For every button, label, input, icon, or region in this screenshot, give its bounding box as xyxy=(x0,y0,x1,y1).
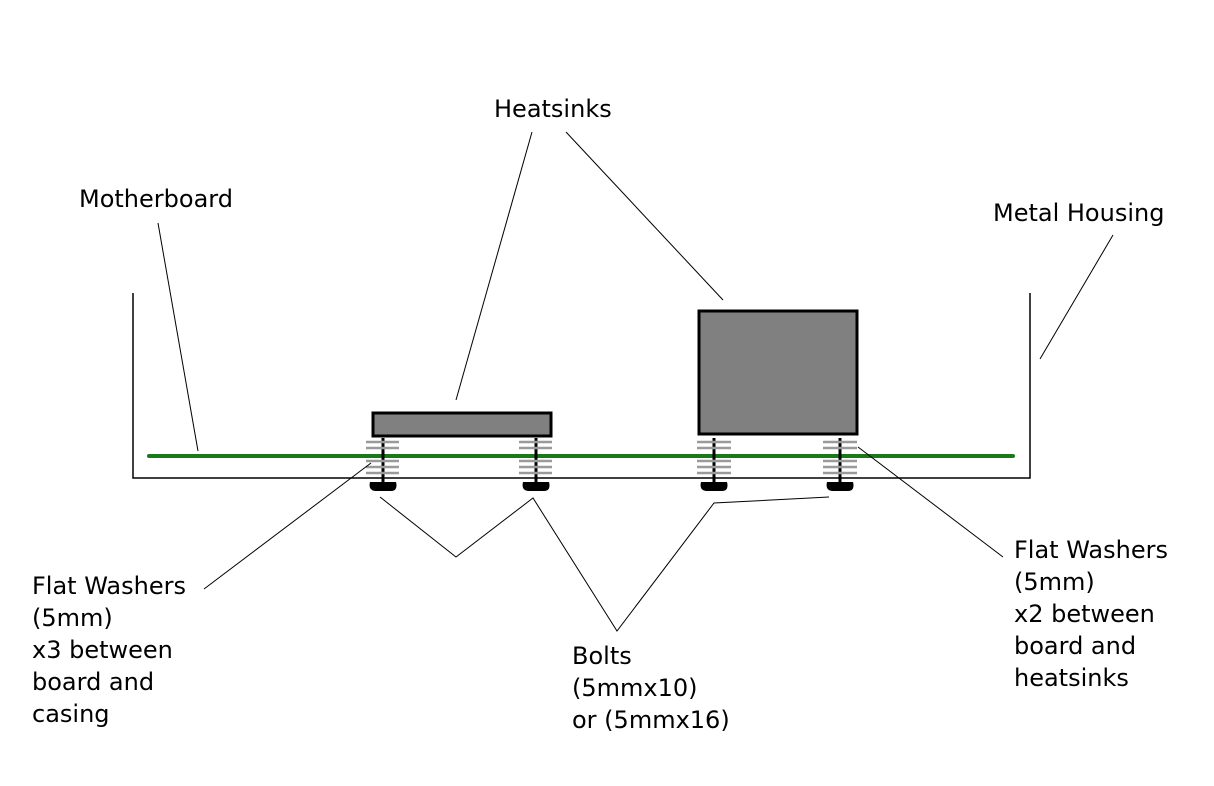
bolt-2-head xyxy=(522,482,550,491)
bolt-assembly-3 xyxy=(697,438,731,491)
heatsinks-label-text: Heatsinks xyxy=(494,95,612,123)
flat-washers-right-label: Flat Washers (5mm) x2 between board and … xyxy=(1014,534,1168,694)
washers-left-line-1: Flat Washers xyxy=(32,572,186,600)
washers-right-line-2: (5mm) xyxy=(1014,568,1095,596)
bolt-4-washers xyxy=(823,440,857,475)
bolt-2-washers xyxy=(519,440,552,475)
leader-heatsinks-small xyxy=(455,131,533,401)
leader-heatsinks-large xyxy=(565,131,724,301)
flat-washers-left-label: Flat Washers (5mm) x3 between board and … xyxy=(32,570,186,730)
washers-right-line-3: x2 between xyxy=(1014,600,1155,628)
bolts-line-2: (5mmx10) xyxy=(572,674,698,702)
leader-washers-right xyxy=(857,446,1004,558)
heatsink-small xyxy=(371,411,553,438)
bolts-label: Bolts (5mmx10) or (5mmx16) xyxy=(572,640,730,736)
metal-housing-label-text: Metal Housing xyxy=(993,199,1165,227)
leader-motherboard xyxy=(157,222,199,452)
washers-left-line-3: x3 between xyxy=(32,636,173,664)
washers-left-line-2: (5mm) xyxy=(32,604,113,632)
washers-left-line-4: board and xyxy=(32,668,155,696)
motherboard-label-text: Motherboard xyxy=(79,185,233,213)
washers-right-line-1: Flat Washers xyxy=(1014,536,1168,564)
washers-left-line-5: casing xyxy=(32,700,110,728)
washers-right-line-4: board and xyxy=(1014,632,1137,660)
bolt-3-head xyxy=(700,482,728,491)
bolt-assembly-4 xyxy=(823,438,857,491)
bolt-1-head xyxy=(369,482,397,491)
bolts-line-3: or (5mmx16) xyxy=(572,706,730,734)
metal-housing-label: Metal Housing xyxy=(993,197,1164,229)
leader-bolts xyxy=(379,496,830,632)
leader-lines xyxy=(157,131,1114,632)
bolts-line-1: Bolts xyxy=(572,642,632,670)
bolt-assembly-2 xyxy=(519,438,552,491)
bolt-1-washers xyxy=(366,440,399,475)
leader-metal-housing xyxy=(1039,234,1114,360)
metal-housing xyxy=(132,293,1031,479)
bolt-4-head xyxy=(826,482,854,491)
leader-washers-left xyxy=(203,462,372,590)
washers-right-line-5: heatsinks xyxy=(1014,664,1129,692)
bolt-assembly-1 xyxy=(366,438,399,491)
bolt-3-washers xyxy=(697,440,731,475)
heatsinks-label: Heatsinks xyxy=(494,93,612,125)
heatsink-large xyxy=(697,309,859,436)
motherboard-label: Motherboard xyxy=(79,183,233,215)
